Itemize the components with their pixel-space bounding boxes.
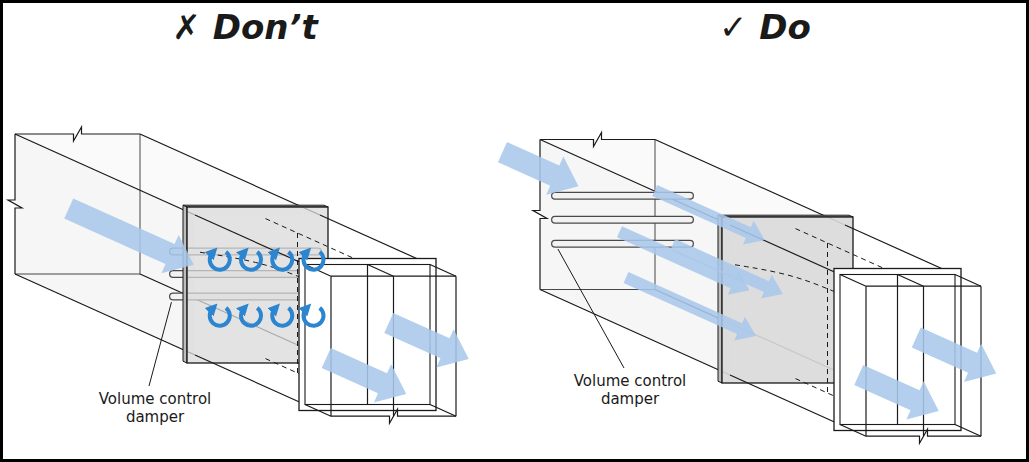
- hidden-splitter: [827, 243, 828, 393]
- airflow-arrow: [64, 198, 194, 273]
- splitter-edge: [368, 265, 394, 277]
- downstream-duct: [195, 215, 456, 423]
- damper-blade: [555, 217, 690, 223]
- part-label: Volume control damper: [85, 390, 225, 426]
- swirl-eddy: [304, 308, 324, 326]
- duct-edge: [15, 274, 140, 275]
- duct-edge: [305, 405, 331, 417]
- duct-edge: [655, 140, 656, 290]
- duct-edge: [430, 405, 456, 417]
- damper-blade-outline: [555, 216, 690, 224]
- duct-edge: [330, 276, 331, 416]
- leader-line: [149, 302, 171, 386]
- airflow-arrow: [498, 142, 579, 195]
- panel-heading: ✗ Don’t: [145, 8, 345, 47]
- swirl-eddy: [210, 252, 230, 270]
- leader-line: [558, 249, 624, 368]
- airflow-arrow: [670, 239, 782, 298]
- duct-edge: [865, 286, 866, 436]
- duct-edge: [845, 225, 955, 275]
- duct-edge: [655, 140, 845, 226]
- swirl-eddy: [210, 308, 230, 326]
- duct-edge: [955, 275, 981, 287]
- incorrect-layout: [8, 127, 469, 423]
- break-mark: [540, 133, 655, 147]
- duct-side-face: [15, 134, 195, 355]
- splitter-edge: [898, 275, 924, 287]
- correct-layout: [498, 133, 996, 444]
- airflow-arrow: [854, 365, 939, 420]
- swirl-eddy: [272, 252, 292, 270]
- duct-edge: [320, 215, 430, 265]
- airflow-arrow: [652, 185, 764, 244]
- duct-edge: [840, 425, 866, 437]
- downstream-duct: [730, 225, 981, 443]
- duct-edge: [140, 134, 141, 274]
- airflow-arrow: [384, 313, 469, 368]
- airflow-arrow: [624, 272, 756, 340]
- airflow-arrow: [912, 327, 997, 382]
- airflow: [64, 198, 469, 402]
- duct-edge: [140, 134, 320, 215]
- hidden-splitter: [297, 233, 298, 373]
- damper-blade: [555, 241, 690, 247]
- break-mark: [15, 127, 140, 141]
- swirl-eddy: [304, 252, 324, 270]
- part-label: Volume control damper: [560, 372, 700, 408]
- duct-flange: [718, 215, 853, 383]
- damper-blade-outline: [555, 240, 690, 248]
- duct-edge: [540, 290, 730, 376]
- hidden-splitter: [266, 219, 368, 265]
- hidden-splitter: [796, 229, 898, 275]
- duct-edge: [955, 425, 981, 437]
- duct-edge: [195, 355, 305, 405]
- airflow-arrow: [322, 348, 407, 403]
- swirl-eddy: [241, 252, 261, 270]
- panel-heading: ✓ Do: [665, 8, 865, 47]
- flange-plate: [722, 217, 853, 383]
- leader-lines: [149, 249, 624, 386]
- break-mark: [8, 134, 22, 274]
- duct-edge: [430, 265, 456, 277]
- duct-edge: [840, 275, 866, 287]
- swirl-eddy: [241, 308, 261, 326]
- duct-edge: [730, 375, 840, 425]
- swirl-eddy: [272, 308, 292, 326]
- airflow: [498, 142, 996, 419]
